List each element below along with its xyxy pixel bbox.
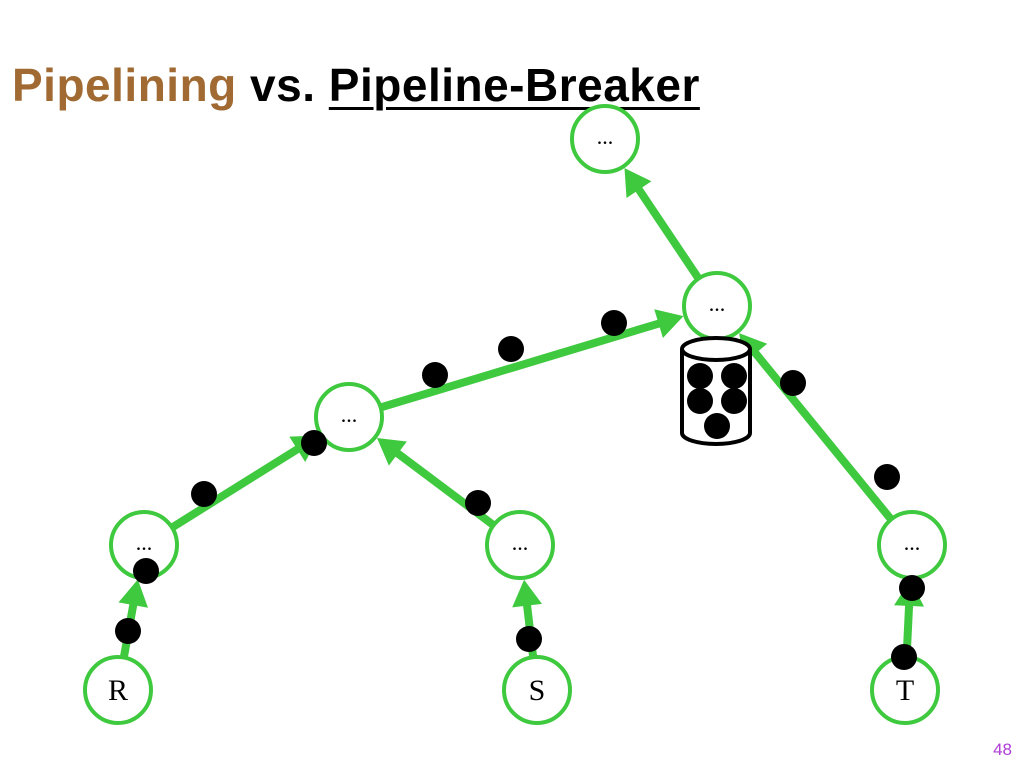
- arrowhead-icon: [512, 579, 543, 608]
- node-T: T: [870, 655, 940, 725]
- edge-opR-to-join1: [168, 435, 320, 532]
- node-opS: ...: [485, 510, 555, 580]
- tuple-dot: [133, 558, 159, 584]
- tuple-dot: [422, 362, 448, 388]
- database-cylinder-icon: [680, 336, 752, 446]
- node-circle: [83, 655, 153, 725]
- node-join2: ...: [682, 271, 752, 341]
- node-join1: ...: [314, 382, 384, 452]
- nodes-layer: .................. R S T: [83, 104, 947, 725]
- edge-join1-to-join2: [377, 309, 684, 412]
- buffered-tuple-dot: [721, 363, 747, 389]
- slide-title: Pipelining vs. Pipeline-Breaker: [12, 62, 700, 108]
- arrowhead-icon: [654, 309, 684, 338]
- tuple-dot: [874, 464, 900, 490]
- node-label: R: [108, 674, 128, 707]
- node-label: T: [896, 674, 914, 707]
- node-label: ...: [512, 530, 529, 555]
- page-number: 48: [993, 740, 1012, 759]
- buffered-tuple-dot: [704, 413, 730, 439]
- edge-join2-to-top: [624, 168, 704, 283]
- node-label: S: [529, 674, 546, 707]
- title-pipelining: Pipelining: [12, 59, 237, 111]
- title-pipeline-breaker: Pipeline-Breaker: [328, 59, 700, 111]
- tuple-dot: [780, 370, 806, 396]
- tuples-layer: [115, 310, 925, 670]
- buffered-tuple-dot: [721, 388, 747, 414]
- node-S: S: [502, 655, 572, 725]
- tuple-dot: [899, 575, 925, 601]
- edges-layer: [118, 168, 925, 661]
- title-vs: vs.: [236, 59, 329, 111]
- tuple-dot: [516, 626, 542, 652]
- node-R: R: [83, 655, 153, 725]
- arrowhead-icon: [118, 579, 148, 608]
- tuple-dot: [301, 430, 327, 456]
- tuple-dot: [465, 490, 491, 516]
- edge-line: [751, 349, 896, 524]
- node-circle: [314, 382, 384, 452]
- node-circle: [502, 655, 572, 725]
- tuple-dot: [891, 644, 917, 670]
- node-label: ...: [709, 291, 726, 316]
- arrowhead-icon: [624, 168, 652, 199]
- node-label: ...: [341, 402, 358, 427]
- buffered-tuple-dot: [687, 363, 713, 389]
- edge-line: [634, 185, 704, 283]
- cylinder-top: [680, 336, 752, 362]
- tuple-dot: [191, 481, 217, 507]
- buffered-tuple-dot: [687, 388, 713, 414]
- arrowhead-icon: [377, 437, 407, 466]
- node-top: ...: [570, 104, 640, 174]
- tuple-dot: [498, 336, 524, 362]
- edge-line: [377, 319, 662, 412]
- node-opT: ...: [877, 510, 947, 580]
- tuple-dot: [115, 618, 141, 644]
- node-label: ...: [904, 530, 921, 555]
- node-label: ...: [597, 124, 614, 149]
- node-circle: [570, 104, 640, 174]
- edge-opT-to-join2: [739, 333, 896, 524]
- edge-line: [168, 444, 302, 532]
- tuple-dot: [601, 310, 627, 336]
- node-circle: [485, 510, 555, 580]
- node-label: ...: [136, 530, 153, 555]
